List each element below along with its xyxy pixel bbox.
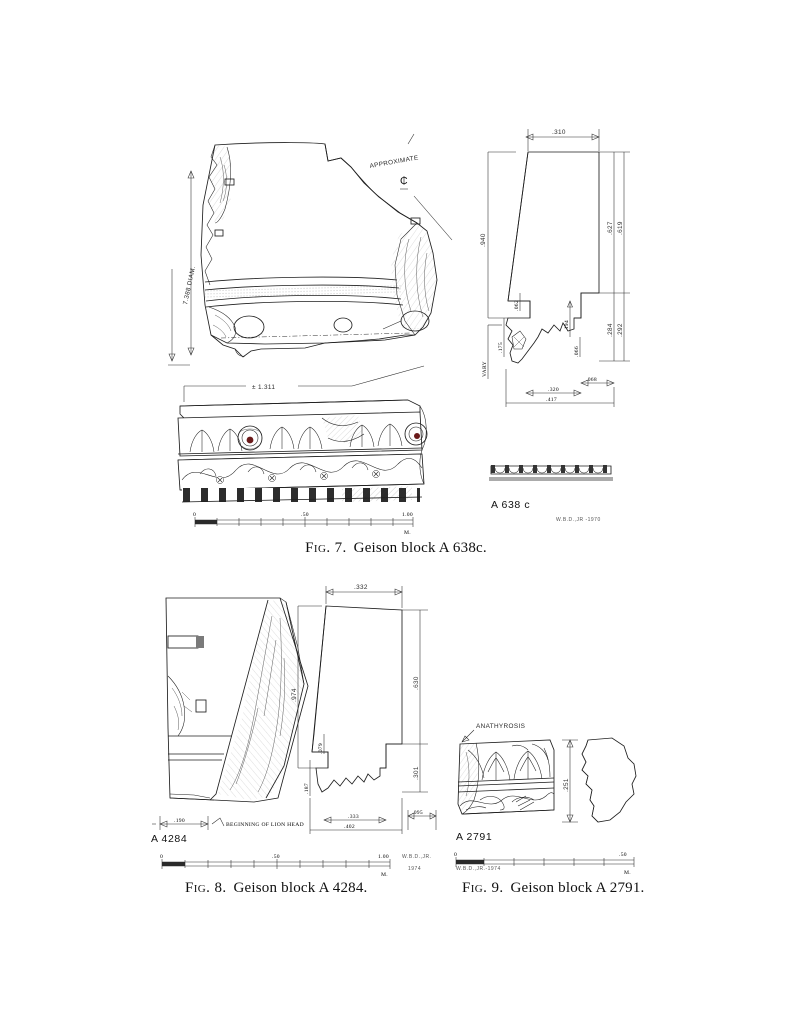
scale-mid: .50 (272, 854, 280, 860)
dim-fig8-top-width: .332 (354, 584, 368, 591)
dim-vary: VARY (482, 361, 488, 377)
fig7-caption: Fig. 7. Geison block A 638c. (0, 540, 792, 557)
fig7-scale-bar: 0 .50 1.00 M. (193, 512, 414, 536)
fig9-block-id: A 2791 (456, 831, 493, 843)
dim-bottom-inner: .320 (548, 387, 559, 393)
plan-width-label: ± 1.311 (252, 384, 275, 391)
fig8-signature-line1: W.B.D.,JR. (402, 854, 431, 860)
fig8-lion-head-annotation: .190 BEGINNING OF LION HEAD (152, 816, 304, 830)
fig9-caption-text: Geison block A 2791. (510, 880, 645, 896)
dim-fig8-notch-upper: .079 (318, 743, 324, 754)
dim-top-width: .310 (552, 129, 566, 136)
fig8-caption-text: Geison block A 4284. (233, 880, 368, 896)
fig7-signature: W.B.D.,JR -1970 (556, 517, 601, 523)
fig7-caption-text: Geison block A 638c. (353, 540, 487, 556)
fig7-block-id: A 638 c (491, 499, 531, 511)
dim-right-upper-b: .619 (617, 221, 624, 235)
fig9-anathyrosis-annotation: ANATHYROSIS (461, 723, 525, 743)
fig9-caption: Fig. 9. Geison block A 2791. (462, 880, 645, 897)
fig8-signature-line2: 1974 (408, 866, 421, 872)
fig8-caption: Fig. 8. Geison block A 4284. (185, 880, 368, 897)
scale-end: 1.00 (378, 854, 389, 860)
dim-right-lower-a: .284 (607, 323, 614, 337)
fig9-profile-view (581, 737, 637, 823)
dim-bottom-outer: .417 (546, 397, 557, 403)
scale-start: 0 (160, 854, 163, 860)
fig7-approximate-annotation: APPROXIMATE ₵ (369, 133, 453, 241)
dim-fig8-bottom-outer: .402 (344, 824, 355, 830)
dim-fig8-right-lower: .301 (413, 766, 420, 780)
fig7-section-view: .310 .940 .627 .619 .284 .292 .194 .062 (480, 129, 630, 407)
dim-fig8-bottom-inner: .333 (348, 814, 359, 820)
fig7-elevation-view (177, 399, 428, 503)
fig9-signature: W.B.D.,JR.-1974 (456, 866, 501, 872)
scale-start: 0 (454, 852, 457, 858)
dim-fascia: .194 (564, 320, 570, 331)
scale-unit: M. (624, 870, 631, 876)
anathyrosis-label: ANATHYROSIS (476, 723, 525, 730)
dim-lower-left: .175 (498, 342, 504, 353)
dim-right-upper-a: .627 (607, 221, 614, 235)
fig9-scale-bar: 0 .50 M. (454, 852, 635, 876)
figure-9: ANATHYROSIS (440, 0, 792, 910)
dim-tiny: .066 (574, 346, 580, 357)
dim-fig9-height: .251 (563, 778, 570, 792)
lion-head-label: BEGINNING OF LION HEAD (226, 822, 304, 828)
scale-end: .50 (619, 852, 627, 858)
fig8-elevation-view (165, 597, 309, 803)
scale-unit: M. (381, 872, 388, 878)
scale-end: 1.00 (402, 512, 413, 518)
dim-right-lower-b: .292 (617, 323, 624, 337)
fig9-face-view (457, 739, 555, 815)
fig7-diameter-dimension: 7.388 DIAM. (168, 170, 197, 366)
fig8-caption-label: Fig. 8. (185, 880, 227, 896)
fig7-plan-width-dimension: ± 1.311 (183, 365, 425, 402)
dim-soffit-right: .068 (586, 377, 597, 383)
fig8-section-view: .332 .974 .630 .301 .079 .187 .333 (291, 584, 437, 834)
dim-fig8-bottom-right: .095 (412, 810, 423, 816)
fig9-height-dimension: .251 (562, 739, 578, 823)
fig8-block-id: A 4284 (151, 833, 188, 845)
scale-mid: .50 (301, 512, 309, 518)
dim-left-height: .940 (480, 233, 487, 247)
scale-unit: M. (404, 530, 411, 536)
dim-fig8-right-upper: .630 (413, 676, 420, 690)
dim-fig8-notch-lower: .187 (304, 783, 310, 794)
fig7-caption-label: Fig. 7. (305, 540, 347, 556)
centerline-symbol: ₵ (400, 175, 408, 187)
fig7-plan-view (200, 142, 438, 358)
dim-small-drop: .062 (514, 300, 520, 311)
dim-fig8-left-height: .974 (291, 688, 298, 702)
fig8-scale-bar: 0 .50 1.00 M. W.B.D.,JR. 1974 (160, 854, 431, 878)
scale-start: 0 (193, 512, 196, 518)
figure-8: .190 BEGINNING OF LION HEAD A 4284 (151, 584, 437, 897)
fig7-soffit-strip (489, 465, 613, 481)
fig9-caption-label: Fig. 9. (462, 880, 504, 896)
figure-7: APPROXIMATE ₵ 7.388 DIAM. ± 1.311 (0, 129, 792, 557)
dim-lion-head: .190 (174, 818, 185, 824)
